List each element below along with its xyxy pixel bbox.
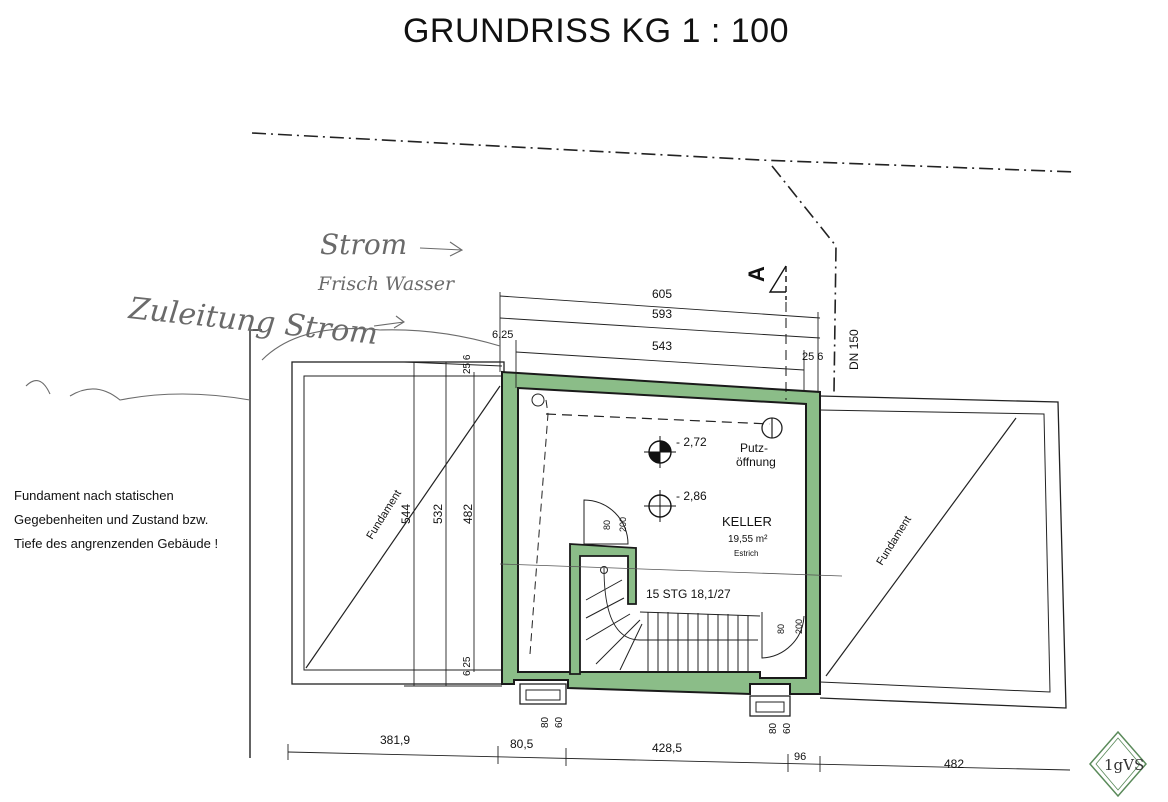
pencil-curve bbox=[261, 328, 501, 361]
property-boundary-slant bbox=[771, 165, 837, 393]
stair-start-dot bbox=[600, 566, 608, 574]
right-foundation-inner bbox=[819, 409, 1051, 693]
dim-25-6-top: 25 6 bbox=[802, 351, 823, 363]
level-2: - 2,86 bbox=[676, 489, 707, 503]
note-line-2: Gegebenheiten und Zustand bzw. bbox=[14, 512, 209, 527]
pipe-label: DN 150 bbox=[847, 329, 861, 370]
stair-wall bbox=[569, 543, 637, 675]
logo-text: 1gVS bbox=[1104, 756, 1144, 774]
room-name: KELLER bbox=[722, 514, 772, 529]
dim-6-25: 6,25 bbox=[492, 329, 513, 341]
window-left-width: 80 bbox=[540, 716, 551, 728]
door-right-height: 200 bbox=[794, 619, 804, 634]
section-marker-a-icon bbox=[768, 265, 787, 400]
door-top-height: 200 bbox=[618, 517, 628, 532]
right-foundation-diagonal bbox=[825, 417, 1017, 677]
dim-96: 96 bbox=[794, 751, 806, 763]
stair-walkline bbox=[603, 567, 758, 641]
left-dimension-lines bbox=[403, 361, 503, 687]
keller-wall bbox=[501, 370, 821, 696]
room-area: 19,55 m² bbox=[728, 534, 768, 545]
stair-label: 15 STG 18,1/27 bbox=[646, 587, 731, 601]
window-left-height: 60 bbox=[554, 716, 565, 728]
level-1: - 2,72 bbox=[676, 435, 707, 449]
room-floor: Estrich bbox=[734, 549, 758, 558]
handwritten-zuleitung: Zuleitung Strom bbox=[126, 291, 379, 352]
window-right-height: 60 bbox=[782, 722, 793, 734]
door-swing-right bbox=[761, 612, 805, 659]
dim-532: 532 bbox=[431, 504, 445, 524]
drain-left bbox=[531, 393, 545, 407]
bottom-dimension-lines bbox=[287, 744, 1071, 772]
window-sill-left-inner bbox=[525, 689, 561, 701]
left-foundation-diagonal bbox=[305, 385, 501, 669]
foundation-right-label: Fundament bbox=[874, 514, 914, 568]
sewer-line-top bbox=[545, 413, 771, 425]
window-sill-right-inner bbox=[755, 701, 785, 713]
pencil-arrow-zuleitung bbox=[373, 315, 405, 329]
page-title: GRUNDRISS KG 1 : 100 bbox=[402, 12, 789, 50]
note-line-3: Tiefe des angrenzenden Gebäude ! bbox=[14, 536, 219, 551]
property-boundary-line bbox=[251, 132, 1076, 173]
level-marker-open-icon bbox=[644, 490, 676, 522]
door-swing-top bbox=[583, 499, 629, 545]
dim-381-9: 381,9 bbox=[380, 733, 410, 747]
dim-543: 543 bbox=[652, 339, 672, 353]
dim-428-5: 428,5 bbox=[652, 741, 682, 755]
window-right-width: 80 bbox=[768, 722, 779, 734]
right-foundation-outer bbox=[819, 395, 1067, 709]
door-right-width: 80 bbox=[776, 624, 786, 634]
sewer-line bbox=[529, 399, 549, 655]
pencil-arrow-strom bbox=[419, 241, 464, 257]
neighbour-outline-left bbox=[249, 329, 262, 758]
window-sill-right bbox=[749, 695, 791, 717]
section-marker-label: A bbox=[744, 266, 769, 282]
dim-25-6-left-top: 25 6 bbox=[462, 354, 473, 374]
cleanout-label-2: öffnung bbox=[736, 455, 776, 469]
handwritten-strom: Strom bbox=[320, 228, 407, 261]
pencil-scribble bbox=[25, 380, 251, 401]
dim-605: 605 bbox=[652, 287, 672, 301]
top-dimension-lines bbox=[499, 292, 821, 392]
note-line-1: Fundament nach statischen bbox=[14, 488, 174, 503]
section-line bbox=[499, 563, 843, 577]
cleanout-label-1: Putz- bbox=[740, 441, 768, 455]
dim-544: 544 bbox=[399, 504, 413, 524]
company-logo-icon: 1gVS bbox=[1089, 730, 1147, 798]
dim-482-left: 482 bbox=[461, 504, 475, 524]
dim-593: 593 bbox=[652, 307, 672, 321]
dim-482-bottom: 482 bbox=[944, 757, 964, 771]
dim-80-5: 80,5 bbox=[510, 737, 534, 751]
dim-6-25-left-bottom: 6 25 bbox=[462, 656, 473, 676]
door-top-width: 80 bbox=[602, 520, 612, 530]
level-marker-filled-icon bbox=[644, 436, 676, 468]
stair-treads bbox=[585, 579, 761, 672]
handwritten-frischwasser: Frisch Wasser bbox=[317, 273, 456, 295]
foundation-note: Fundament nach statischen Gegebenheiten … bbox=[14, 484, 254, 556]
window-sill-left bbox=[519, 683, 567, 705]
